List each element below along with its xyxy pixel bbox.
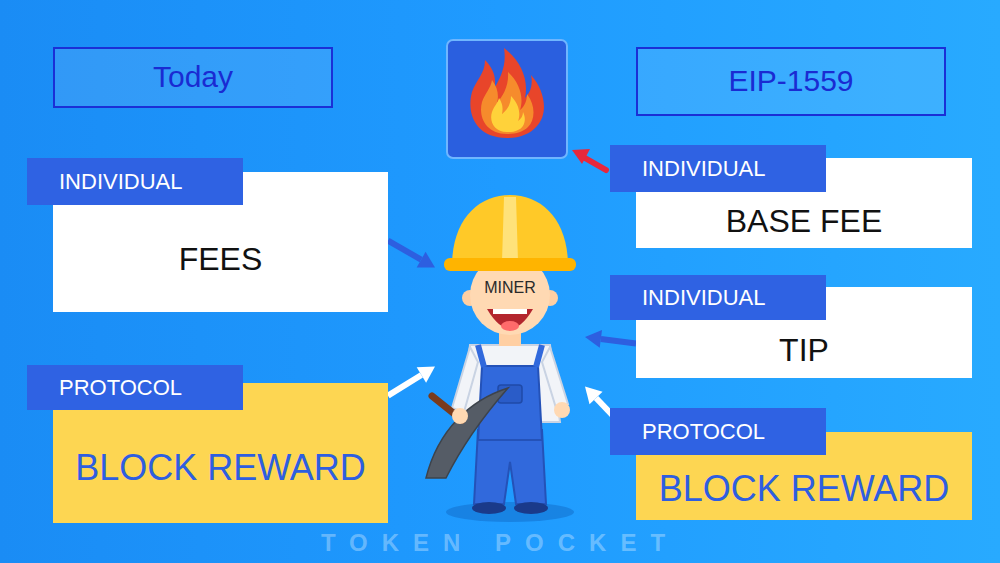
miner-figure-part (474, 430, 546, 504)
watermark-box: TOKEN POCKET (0, 529, 1000, 557)
category-text: INDIVIDUAL (642, 285, 765, 310)
miner-figure-part (554, 402, 570, 418)
fee-box: FEES INDIVIDUAL (27, 158, 388, 312)
flow-arrow (388, 241, 421, 260)
flow-arrow (601, 339, 636, 343)
miner-figure-part (501, 321, 519, 331)
fire-icon-part (447, 40, 567, 158)
miner-figure-part (472, 502, 506, 514)
miner-figure-part (452, 347, 478, 412)
column-header: EIP-1559 (636, 47, 946, 116)
burn-arrow-part (585, 158, 606, 170)
category-text: PROTOCOL (59, 375, 182, 400)
miner-figure-part (452, 408, 468, 424)
fire-icon (447, 40, 567, 158)
figure-label: MINER (484, 279, 536, 297)
miner-figure-part (502, 197, 518, 262)
value-text: BLOCK REWARD (659, 468, 950, 509)
category-tab: INDIVIDUAL (610, 275, 826, 320)
burn-arrow-part (572, 149, 590, 164)
miner-figure-part (426, 388, 508, 478)
miner-figure-part (536, 345, 542, 367)
miner-figure-part (452, 195, 568, 266)
burn-arrow (572, 149, 606, 170)
miner-figure-part (514, 502, 548, 514)
category-text: PROTOCOL (642, 419, 765, 444)
category-text: INDIVIDUAL (59, 169, 182, 194)
miner-figure-part (478, 345, 484, 367)
fire-icon-part (491, 96, 525, 132)
column-header: Today (53, 47, 333, 108)
watermark: TOKEN POCKET (321, 529, 679, 557)
miner-figure-part (542, 347, 568, 408)
miner-figure-part (446, 502, 574, 522)
miner-figure (426, 195, 576, 522)
value-text: BASE FEE (726, 203, 883, 240)
category-text: INDIVIDUAL (642, 156, 765, 181)
flow-arrow (388, 375, 421, 396)
reward-box: BLOCK REWARD PROTOCOL (610, 408, 972, 520)
value-text: TIP (779, 332, 829, 369)
miner-figure-part (444, 258, 576, 271)
fire-icon-part (481, 72, 533, 134)
fee-box: TIP INDIVIDUAL (610, 275, 972, 378)
fire-icon-part (470, 48, 544, 138)
fee-box: BASE FEE INDIVIDUAL (610, 145, 972, 248)
miner-figure-part (493, 309, 527, 314)
value-text: FEES (179, 241, 263, 278)
category-tab: INDIVIDUAL (610, 145, 826, 192)
column-title: EIP-1559 (728, 64, 853, 99)
category-tab: PROTOCOL (27, 365, 243, 410)
value-text: BLOCK REWARD (75, 447, 366, 488)
category-tab: PROTOCOL (610, 408, 826, 455)
category-tab: INDIVIDUAL (27, 158, 243, 205)
miner-figure: MINER (435, 195, 585, 525)
reward-box: BLOCK REWARD PROTOCOL (27, 365, 388, 523)
column-title: Today (153, 60, 233, 95)
